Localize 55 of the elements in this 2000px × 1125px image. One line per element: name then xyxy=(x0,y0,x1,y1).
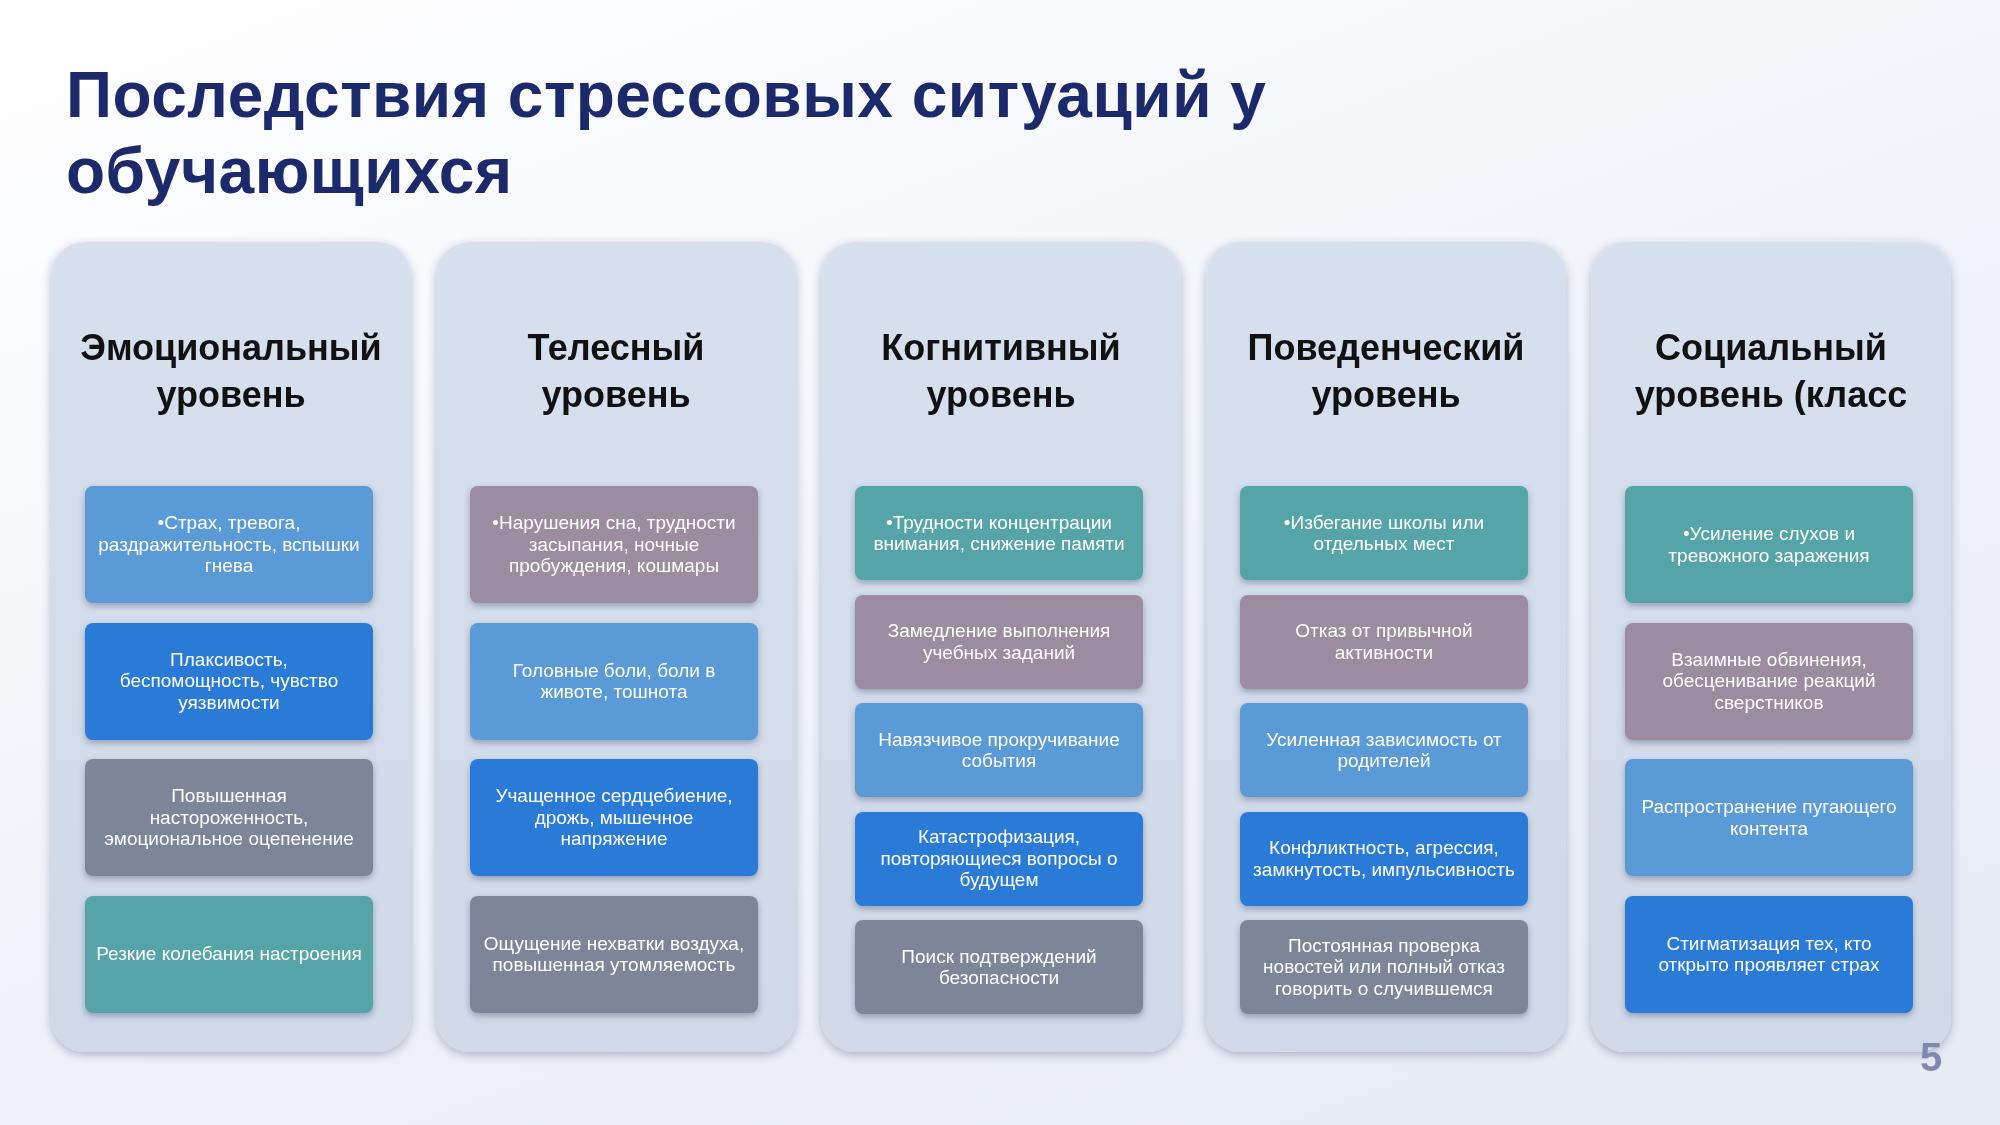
symptom-card xyxy=(85,486,373,603)
symptom-card xyxy=(855,920,1143,1014)
symptom-card xyxy=(85,622,373,740)
column-heading: Эмоциональный уровень xyxy=(79,326,383,417)
card-text: •Страх, тревога, раздражительность, вспышки гнева xyxy=(97,512,361,577)
symptom-card xyxy=(470,895,758,1013)
card-text: Учащенное сердцебиение, дрожь, мышечное напряжение xyxy=(494,785,734,850)
card-text: Плаксивость, беспомощность, чувство уязвимости xyxy=(118,648,340,714)
symptom-card xyxy=(855,811,1143,906)
card-text: •Усиление слухов и тревожного заражения xyxy=(1667,523,1871,566)
card-text: Конфликтность, агрессия, замкнутость, импульсивность xyxy=(1252,837,1516,880)
card-text: •Трудности концентрации внимания, снижение памяти xyxy=(872,511,1126,555)
card-text: Навязчивое прокручивание события xyxy=(877,728,1121,772)
card-text: Повышенная настороженность, эмоциональное оцепенение xyxy=(103,785,355,850)
page-number: 5 xyxy=(1920,1035,1943,1080)
column-heading: Поведенческий уровень xyxy=(1246,326,1526,417)
card-text: Замедление выполнения учебных заданий xyxy=(886,620,1112,663)
symptom-card xyxy=(85,895,373,1013)
card-text: Головные боли, боли в животе, тошнота xyxy=(511,659,717,703)
column-panel xyxy=(1206,242,1566,1052)
slide-title: Последствия стрессовых ситуаций у обучающихся xyxy=(66,58,1268,209)
card-text: Ощущение нехватки воздуха, повышенная утомляемость xyxy=(482,932,746,976)
card-text: Отказ от привычной активности xyxy=(1294,620,1474,663)
symptom-card xyxy=(1240,920,1528,1014)
card-text: Постоянная проверка новостей или полный отказ говорить о случившемся xyxy=(1262,934,1506,1000)
symptom-card xyxy=(855,486,1143,580)
symptom-card xyxy=(85,759,373,876)
column-panel xyxy=(821,242,1181,1052)
column-heading: Когнитивный уровень xyxy=(880,326,1122,417)
symptom-card xyxy=(855,594,1143,689)
card-text: Распространение пугающего контента xyxy=(1640,796,1898,839)
card-text: Катастрофизация, повторяющиеся вопросы о будущем xyxy=(879,826,1119,891)
card-text: Взаимные обвинения, обесценивание реакций сверстников xyxy=(1661,648,1877,714)
column-panel xyxy=(436,242,796,1052)
symptom-card xyxy=(1625,622,1913,740)
symptom-card xyxy=(1240,811,1528,906)
card-text: •Нарушения сна, трудности засыпания, ночные пробуждения, кошмары xyxy=(491,512,737,577)
column-panel xyxy=(51,242,411,1052)
symptom-card xyxy=(470,486,758,603)
symptom-card xyxy=(1625,895,1913,1013)
card-text: •Избегание школы или отдельных мест xyxy=(1282,511,1486,555)
card-text: Резкие колебания настроения xyxy=(96,943,362,965)
symptom-card xyxy=(1625,486,1913,603)
symptom-card xyxy=(855,703,1143,797)
symptom-card xyxy=(470,622,758,740)
card-text: Поиск подтверждений безопасности xyxy=(900,945,1098,989)
column-heading: Телесный уровень xyxy=(526,326,706,417)
symptom-card xyxy=(1625,759,1913,876)
column-heading: Социальный уровень (класс xyxy=(1633,326,1909,417)
symptom-card xyxy=(1240,594,1528,689)
symptom-card xyxy=(1240,486,1528,580)
card-text: Стигматизация тех, кто открыто проявляет страх xyxy=(1657,932,1881,976)
symptom-card xyxy=(470,759,758,876)
symptom-card xyxy=(1240,703,1528,797)
card-text: Усиленная зависимость от родителей xyxy=(1265,728,1503,772)
